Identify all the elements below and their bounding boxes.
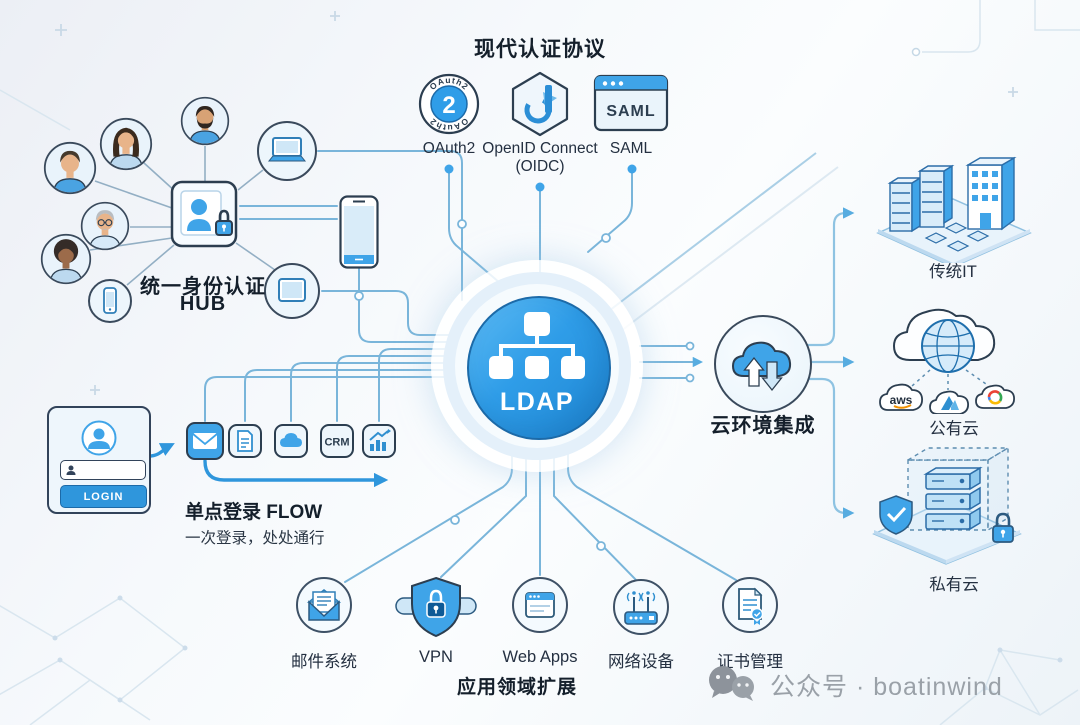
- aws-text: aws: [890, 393, 913, 407]
- login-form: LOGIN: [47, 406, 151, 514]
- diagonal-trace-light: [620, 166, 839, 332]
- watermark-text: 公众号 · boatinwind: [770, 673, 1003, 701]
- mail-app-icon: [186, 422, 224, 460]
- user-icon: [66, 465, 76, 475]
- username-field: [60, 460, 146, 480]
- wechat-icon: [709, 666, 754, 701]
- plus-marks: [55, 11, 1018, 395]
- secure-servers-isometric-icon: [872, 446, 1022, 565]
- diagonal-trace: [600, 152, 817, 318]
- login-avatar: [81, 420, 117, 456]
- web-apps-icon: [512, 577, 568, 633]
- vpn-shield-icon: [395, 576, 477, 638]
- sso-subtitle: 一次登录，处处通行: [185, 530, 325, 547]
- padlock-icon: [992, 512, 1014, 543]
- svg-text:OAuth2: OAuth2: [427, 75, 470, 92]
- applications-title: 应用领域扩展: [456, 677, 578, 698]
- shield-check-icon: [879, 495, 913, 535]
- identity-hub-icon: [170, 180, 238, 248]
- sso-title: 单点登录 FLOW: [185, 502, 323, 523]
- young-man-avatar: [43, 141, 97, 195]
- mesh-dots: [52, 47, 1063, 703]
- oidc-label-line1: OpenID Connect: [482, 140, 598, 157]
- saml-label: SAML: [609, 140, 653, 157]
- saml-window-text: SAML: [606, 103, 655, 120]
- ldap-tree-icon: [489, 312, 585, 379]
- analytics-app-icon: [362, 424, 396, 458]
- login-button: LOGIN: [60, 485, 147, 508]
- oauth2-badge-number: 2: [442, 92, 455, 119]
- connector-dots: [444, 164, 637, 192]
- oauth2-ring-text-top: OAuth2: [427, 75, 469, 92]
- mail-system-label: 邮件系统: [291, 653, 357, 671]
- network-device-label: 网络设备: [608, 653, 674, 671]
- certificate-icon: [722, 577, 778, 633]
- public-cloud-label: 公有云: [929, 420, 979, 438]
- sso-flow-arrows: [147, 443, 389, 488]
- oauth2-badge-icon: OAuth2 OAuth2 2: [418, 73, 480, 135]
- globe-cloud-icon: aws: [879, 308, 1015, 414]
- mail-system-icon: [296, 577, 352, 633]
- crm-app-icon: CRM: [320, 424, 354, 458]
- traditional-it-label: 传统IT: [929, 263, 977, 281]
- hub-title: 统一身份认证: [140, 276, 266, 298]
- circuit-nodes: [354, 219, 695, 551]
- network-device-icon: [613, 579, 669, 635]
- protocols-title: 现代认证协议: [474, 38, 606, 61]
- circuit-traces: [204, 150, 737, 583]
- bearded-man-avatar: [180, 96, 230, 146]
- tablet-icon: [264, 263, 320, 319]
- datacenter-isometric-icon: [876, 156, 1032, 263]
- cloud-app-icon: [274, 424, 308, 458]
- laptop-icon: [257, 121, 317, 181]
- crm-text: CRM: [324, 437, 349, 449]
- senior-man-avatar: [80, 201, 130, 251]
- oauth2-label: OAuth2: [422, 140, 476, 157]
- cloud-branches: [804, 207, 855, 519]
- long-hair-woman-avatar: [99, 117, 153, 171]
- openid-connect-icon: [511, 71, 569, 137]
- afro-woman-avatar: [40, 233, 92, 285]
- saml-window-icon: SAML: [593, 74, 669, 132]
- vpn-label: VPN: [419, 648, 453, 666]
- cloud-integration-circle: [714, 315, 812, 413]
- private-cloud-label: 私有云: [929, 576, 979, 594]
- web-apps-label: Web Apps: [502, 648, 578, 666]
- smartphone-icon: [339, 195, 379, 269]
- hub-subtitle: HUB: [179, 293, 227, 315]
- cloud-sync-icon: [731, 341, 792, 392]
- certificate-label: 证书管理: [717, 653, 783, 671]
- smartphone-small-icon: [88, 279, 132, 323]
- ldap-label: LDAP: [499, 388, 575, 416]
- hub-spokes: [89, 146, 276, 286]
- document-app-icon: [228, 424, 262, 458]
- cloud-integration-title: 云环境集成: [710, 415, 816, 437]
- oidc-label-line2: (OIDC): [515, 158, 565, 175]
